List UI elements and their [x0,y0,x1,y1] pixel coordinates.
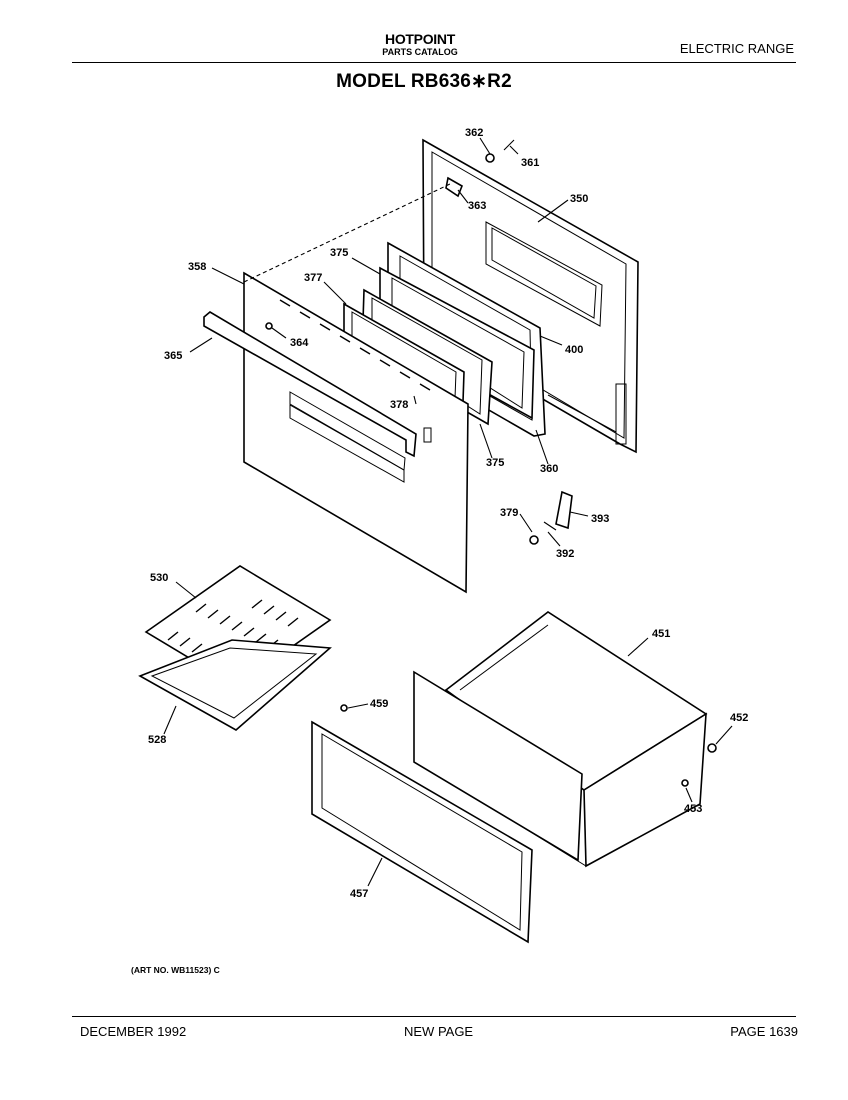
part-number-labels: 362 361 350 363 375 358 377 365 364 400 … [148,127,748,900]
label-364: 364 [290,337,309,349]
footer-date: DECEMBER 1992 [80,1024,187,1039]
part-drawer-inner-panel [413,670,583,862]
part-379-spring [529,535,539,545]
footer-rule [72,1016,796,1017]
part-451-drawer-body [444,611,708,868]
label-375-top: 375 [330,247,348,259]
footer-page: PAGE 1639 [730,1024,798,1039]
product-category: ELECTRIC RANGE [679,41,794,56]
label-400: 400 [565,344,583,356]
label-358: 358 [188,261,206,273]
label-377: 377 [304,272,322,284]
part-364-screw [265,322,273,330]
label-530: 530 [150,572,168,584]
label-378: 378 [390,399,408,411]
catalog-subtitle: PARTS CATALOG [382,47,458,57]
label-452: 452 [730,712,748,724]
label-361: 361 [521,157,539,169]
label-392: 392 [556,548,574,560]
label-365: 365 [164,350,182,362]
label-379: 379 [500,507,518,519]
part-358-outer-door [243,271,469,594]
label-528: 528 [148,734,166,746]
part-392-pin [543,521,557,531]
part-362-bumper [485,153,495,163]
footer-note: NEW PAGE [404,1024,474,1039]
model-title: MODEL RB636∗R2 [336,71,512,92]
label-362: 362 [465,127,483,139]
label-350: 350 [570,193,588,205]
part-363-clip [445,176,464,198]
label-459: 459 [370,698,388,710]
part-457-drawer-front [311,720,533,944]
part-459-screw [340,704,348,712]
part-453-screw [681,779,689,787]
label-451: 451 [652,628,670,640]
label-457: 457 [350,888,368,900]
brand-name: HOTPOINT [385,31,455,47]
part-361-screw [503,139,515,151]
art-number: (ART NO. WB11523) C [131,965,220,975]
label-375-bottom: 375 [486,457,504,469]
label-453: 453 [684,803,702,815]
part-350-door-liner [422,138,639,454]
part-393-hinge [555,490,573,530]
label-363: 363 [468,200,486,212]
leader-lines [163,137,733,887]
part-365-door-handle [203,311,417,458]
part-452-roller [707,743,717,753]
label-360: 360 [540,463,558,475]
header-rule [72,62,796,63]
part-528-broiler-pan [138,639,332,731]
label-393: 393 [591,513,609,525]
